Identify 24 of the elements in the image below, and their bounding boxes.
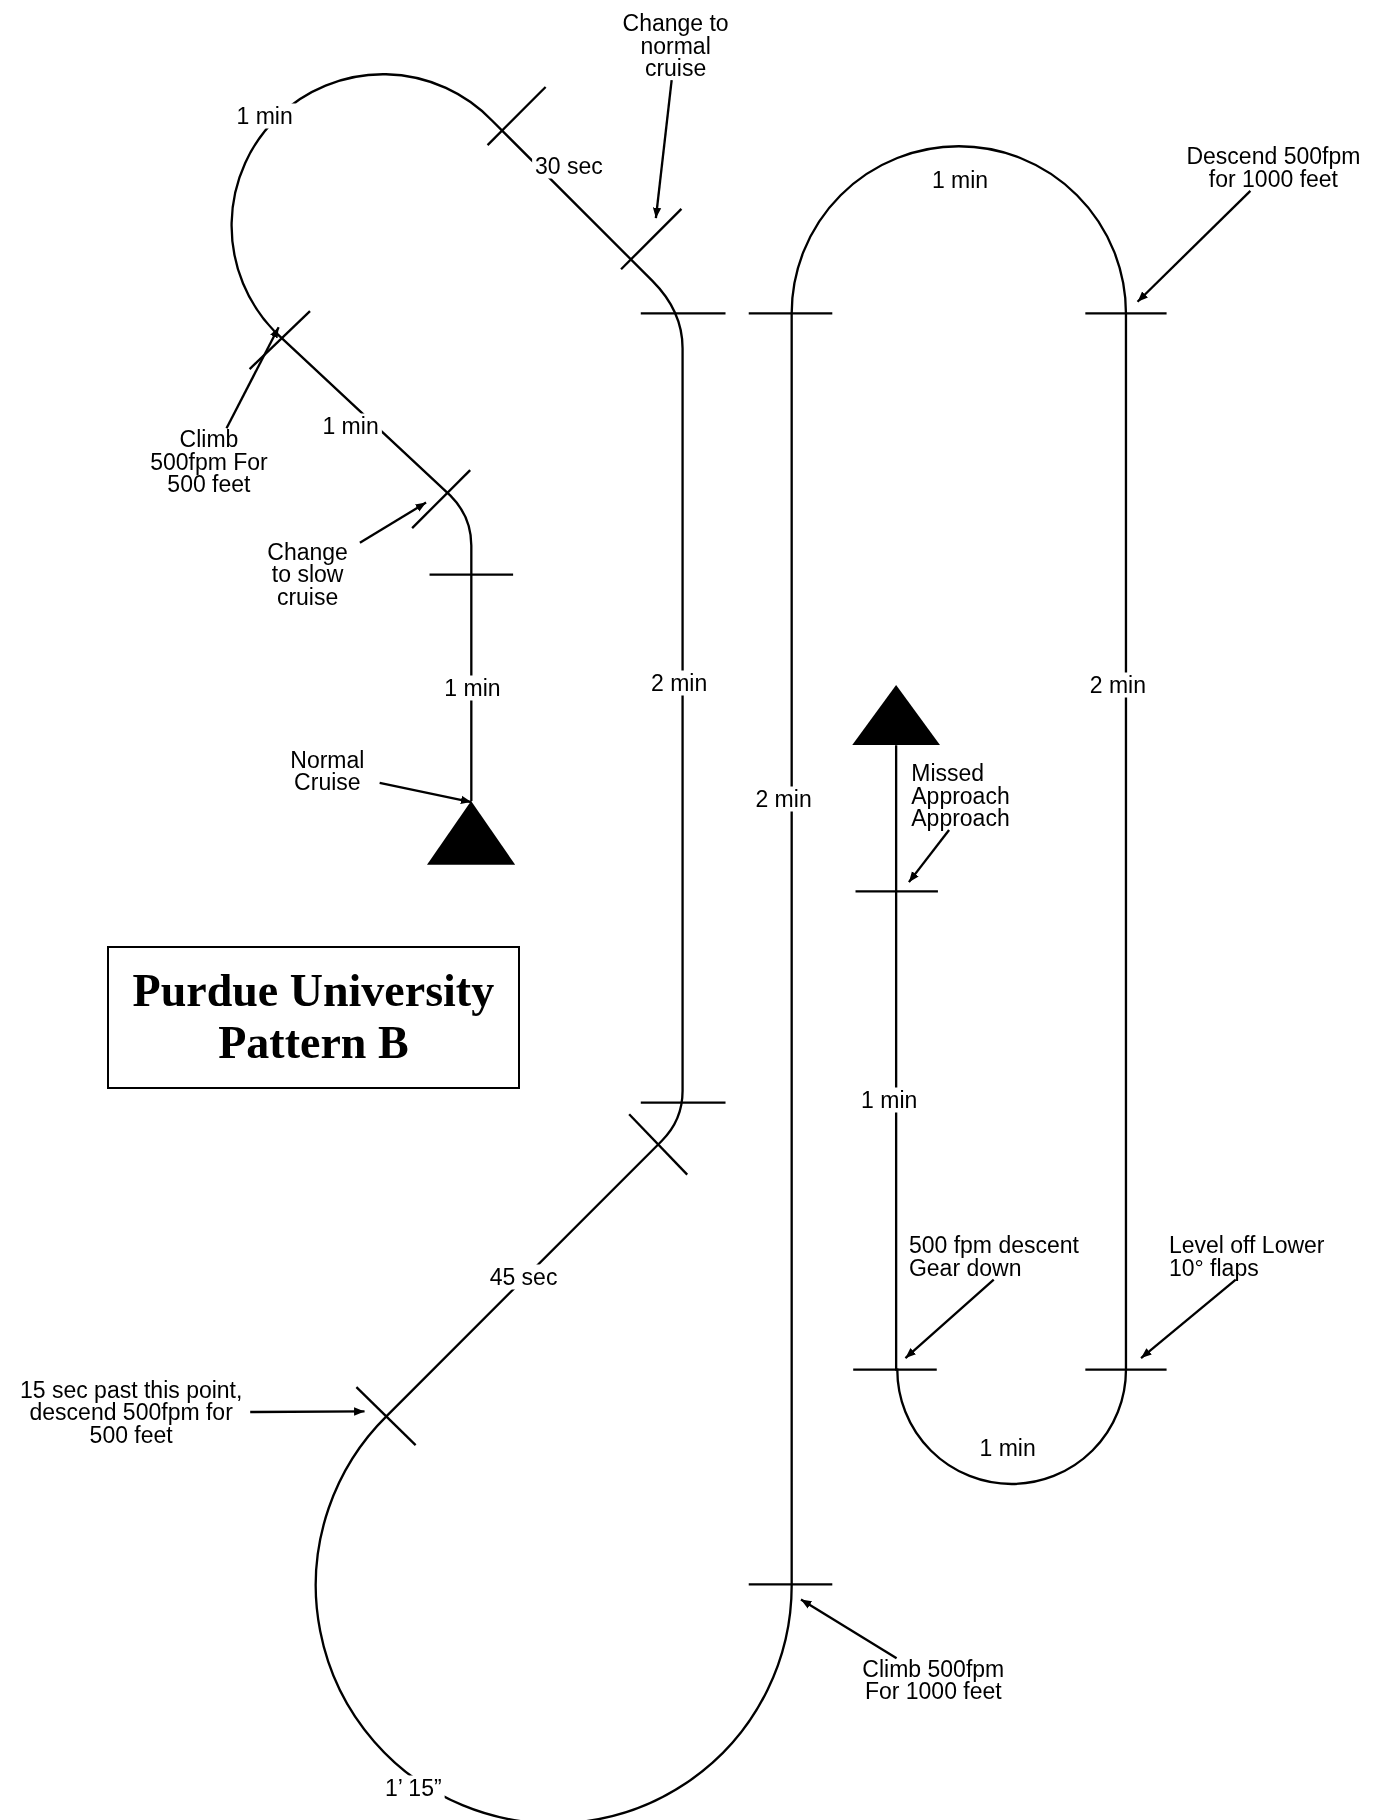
leader-arrow	[652, 80, 673, 219]
title-box: Purdue University Pattern B	[106, 946, 521, 1089]
leader-arrow	[908, 829, 950, 883]
callout-text: Change to slow cruise	[255, 540, 360, 609]
callout-text: Missed Approach Approach	[911, 762, 1039, 831]
callout-text: 15 sec past this point, descend 500fpm for 500 feet	[12, 1378, 251, 1447]
callout-text: Climb 500fpm For 500 feet	[143, 428, 274, 496]
callout-text: Normal Cruise	[275, 749, 380, 795]
triangle-marker	[427, 800, 516, 865]
leader-arrow	[379, 781, 472, 804]
callout-text: Climb 500fpm For 1000 feet	[860, 1658, 1006, 1704]
leader-arrow	[225, 326, 280, 429]
leader-arrow	[1136, 190, 1252, 303]
flight-path	[232, 74, 1128, 1820]
callout-text: 500 fpm descent Gear down	[908, 1234, 1130, 1280]
leader-arrow	[359, 501, 427, 544]
leader-arrow	[904, 1278, 995, 1359]
leader-arrow	[250, 1407, 365, 1416]
callout-text: Descend 500fpm for 1000 feet	[1170, 145, 1377, 191]
callout-text: Level off Lower 10° flaps	[1168, 1234, 1357, 1280]
leader-arrow	[800, 1598, 898, 1660]
triangle-marker	[852, 684, 941, 746]
callout-text: Change to normal cruise	[611, 12, 740, 81]
leader-arrow	[1140, 1278, 1237, 1359]
